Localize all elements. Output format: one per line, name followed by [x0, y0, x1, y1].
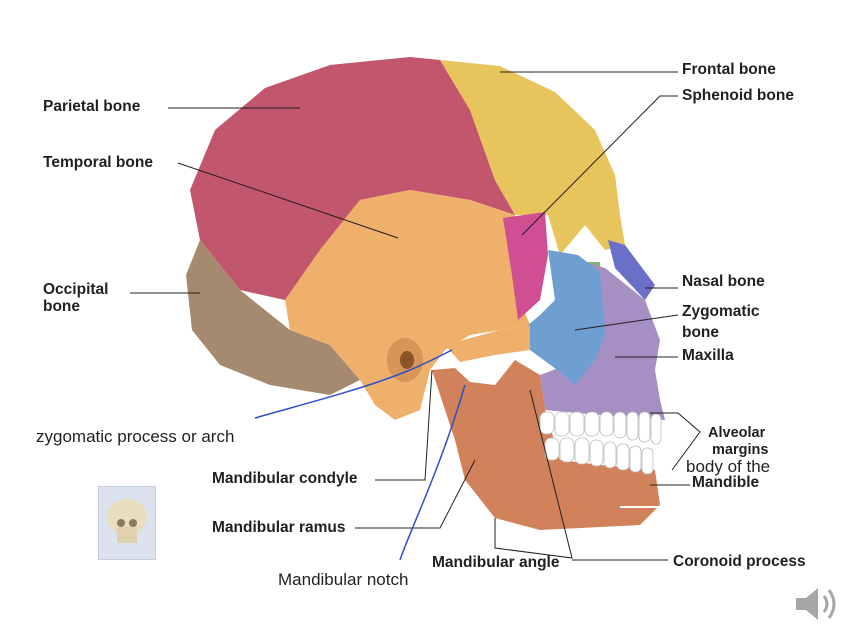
temporal-bone-shape [285, 190, 530, 420]
label-frontal-bone: Frontal bone [682, 61, 776, 78]
frontal-bone-shape [440, 60, 625, 255]
label-maxilla: Maxilla [682, 347, 734, 364]
label-margins: margins [712, 442, 769, 458]
upper-teeth [539, 411, 662, 445]
occipital-bone-shape [186, 240, 360, 395]
label-parietal-bone: Parietal bone [43, 98, 141, 115]
zygomatic-arch-shape [445, 325, 530, 362]
label-occipital-bone: bone [43, 298, 81, 315]
annotation-mandibular-notch: Mandibular notch [278, 570, 409, 589]
label-mandible: Mandible [692, 474, 760, 491]
lower-teeth [544, 437, 654, 475]
sphenoid-bone-shape [503, 212, 548, 320]
annotation-zygomatic-process: zygomatic process or arch [36, 427, 235, 446]
speaker-icon[interactable] [792, 580, 844, 628]
label-coronoid-process: Coronoid process [673, 553, 806, 570]
label-sphenoid-bone: Sphenoid bone [682, 87, 794, 104]
label-zygomatic-bone: bone [682, 324, 720, 341]
nasal-bone-shape [608, 240, 655, 300]
parietal-bone-shape [190, 57, 515, 300]
skull-thumbnail-icon [98, 486, 156, 560]
label-nasal-bone: Nasal bone [682, 273, 765, 290]
ear-canal-shape [400, 351, 414, 369]
label-occipital: Occipital [43, 281, 109, 298]
label-mandibular-condyle: Mandibular condyle [212, 470, 358, 487]
mandibular-notch-shape [455, 358, 505, 385]
zygomatic-bone-shape [522, 250, 605, 385]
label-alveolar: Alveolar [708, 425, 766, 441]
handwritten-annotations [254, 349, 466, 561]
label-mandibular-angle: Mandibular angle [432, 554, 560, 571]
label-temporal-bone: Temporal bone [43, 154, 153, 171]
label-body-of-the: body of the [686, 457, 771, 476]
label-zygomatic: Zygomatic [682, 303, 760, 320]
label-mandibular-ramus: Mandibular ramus [212, 519, 346, 536]
leader-lines [130, 71, 701, 561]
